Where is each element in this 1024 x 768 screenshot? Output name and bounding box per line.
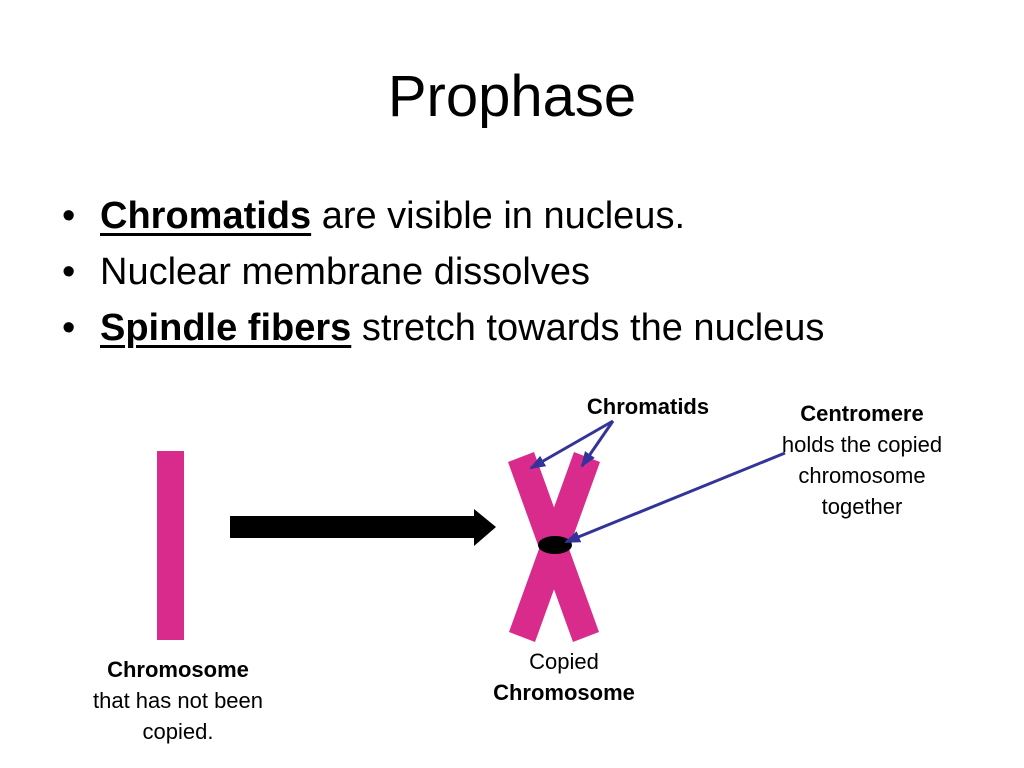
transition-arrow-head xyxy=(474,509,496,546)
centromere xyxy=(538,536,572,554)
centromere-label-line: chromosome xyxy=(798,463,926,488)
chromatids-pointer-right xyxy=(580,420,615,468)
uncopied-chromosome-label-line: copied. xyxy=(142,719,214,744)
bullet-marker: • xyxy=(62,251,76,293)
bullet-term: Chromatids xyxy=(100,195,312,237)
centromere-label-line: together xyxy=(821,494,903,519)
chromatids-pointer-left xyxy=(529,419,614,470)
uncopied-chromosome xyxy=(157,451,184,640)
centromere-label-title: Centromere xyxy=(800,401,924,426)
bullet-item-nuclear-membrane: • Nuclear membrane dissolves xyxy=(62,244,962,300)
chromatids-label-text: Chromatids xyxy=(586,394,710,419)
uncopied-chromosome-label-title: Chromosome xyxy=(107,657,249,682)
uncopied-chromosome-label-line: that has not been xyxy=(92,688,264,713)
bullet-marker: • xyxy=(62,195,76,237)
uncopied-chromosome-label: Chromosome that has not been copied. xyxy=(58,654,298,747)
bullet-text: stretch towards the nucleus xyxy=(351,307,825,349)
bullet-term: Spindle fibers xyxy=(100,307,352,349)
bullet-item-chromatids: • Chromatids are visible in nucleus. xyxy=(62,188,962,244)
centromere-pointer xyxy=(564,451,786,544)
bullet-text: are visible in nucleus. xyxy=(311,195,685,237)
copied-chromosome-label: Copied Chromosome xyxy=(464,646,664,708)
transition-arrow-shaft xyxy=(230,516,474,538)
chromatids-label: Chromatids xyxy=(568,391,728,422)
centromere-label: Centromere holds the copied chromosome t… xyxy=(752,398,972,522)
bullet-marker: • xyxy=(62,307,76,349)
bullet-item-spindle-fibers: • Spindle fibers stretch towards the nucl… xyxy=(62,300,962,356)
copied-chromosome-label-title: Chromosome xyxy=(493,680,635,705)
bullet-text: Nuclear membrane dissolves xyxy=(100,251,590,293)
bullet-list: • Chromatids are visible in nucleus. • Nuc… xyxy=(62,188,962,356)
slide-title: Prophase xyxy=(387,64,637,129)
copied-chromosome-label-line: Copied xyxy=(529,649,599,674)
centromere-label-line: holds the copied xyxy=(781,432,943,457)
